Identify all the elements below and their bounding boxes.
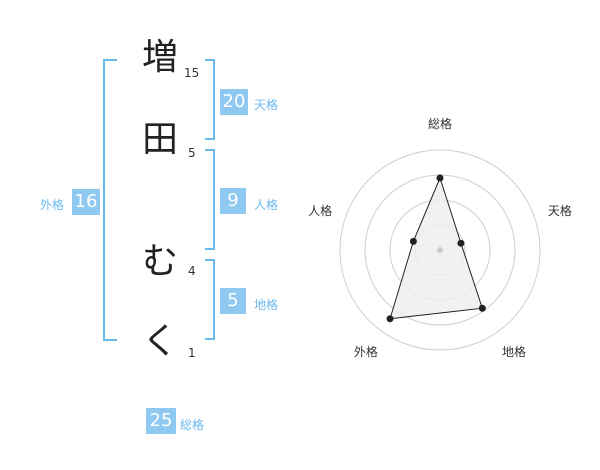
stroke-count-1: 15 xyxy=(184,66,200,80)
radar-axis-label: 天格 xyxy=(548,203,572,218)
char-2: 田 xyxy=(141,119,178,160)
char-3: む xyxy=(141,241,178,282)
tenkaku-bracket xyxy=(205,59,215,140)
jinkaku-bracket xyxy=(205,149,215,250)
radar-axis-label: 総格 xyxy=(428,116,452,131)
radar-ring xyxy=(339,149,541,351)
radar-polygon xyxy=(389,176,483,320)
radar-center-dot xyxy=(437,247,443,253)
jinkaku-score: 9 xyxy=(220,188,246,214)
stroke-count-4: 1 xyxy=(188,346,196,360)
outer-bracket xyxy=(103,59,117,341)
stroke-count-3: 4 xyxy=(188,264,196,278)
radar-point xyxy=(436,174,444,182)
radar-axis-label: 外格 xyxy=(354,344,378,359)
radar-axis-label: 人格 xyxy=(308,203,332,218)
radar-point xyxy=(457,239,465,247)
radar-point xyxy=(386,315,394,323)
gaikaku-score: 16 xyxy=(72,189,100,215)
jinkaku-label: 人格 xyxy=(254,198,279,212)
radar-axis-label: 地格 xyxy=(502,344,526,359)
radar-point xyxy=(409,237,417,245)
chikaku-bracket xyxy=(205,259,215,340)
char-1: 増 xyxy=(141,37,178,78)
stroke-count-2: 5 xyxy=(188,146,196,160)
gaikaku-label: 外格 xyxy=(40,198,65,212)
tenkaku-label: 天格 xyxy=(254,98,279,112)
tenkaku-score: 20 xyxy=(220,89,248,115)
soukaku-score: 25 xyxy=(146,408,176,434)
soukaku-label: 総格 xyxy=(180,418,205,432)
radar-point xyxy=(478,304,486,312)
chikaku-label: 地格 xyxy=(254,298,279,312)
char-4: く xyxy=(141,321,178,362)
chikaku-score: 5 xyxy=(220,288,246,314)
